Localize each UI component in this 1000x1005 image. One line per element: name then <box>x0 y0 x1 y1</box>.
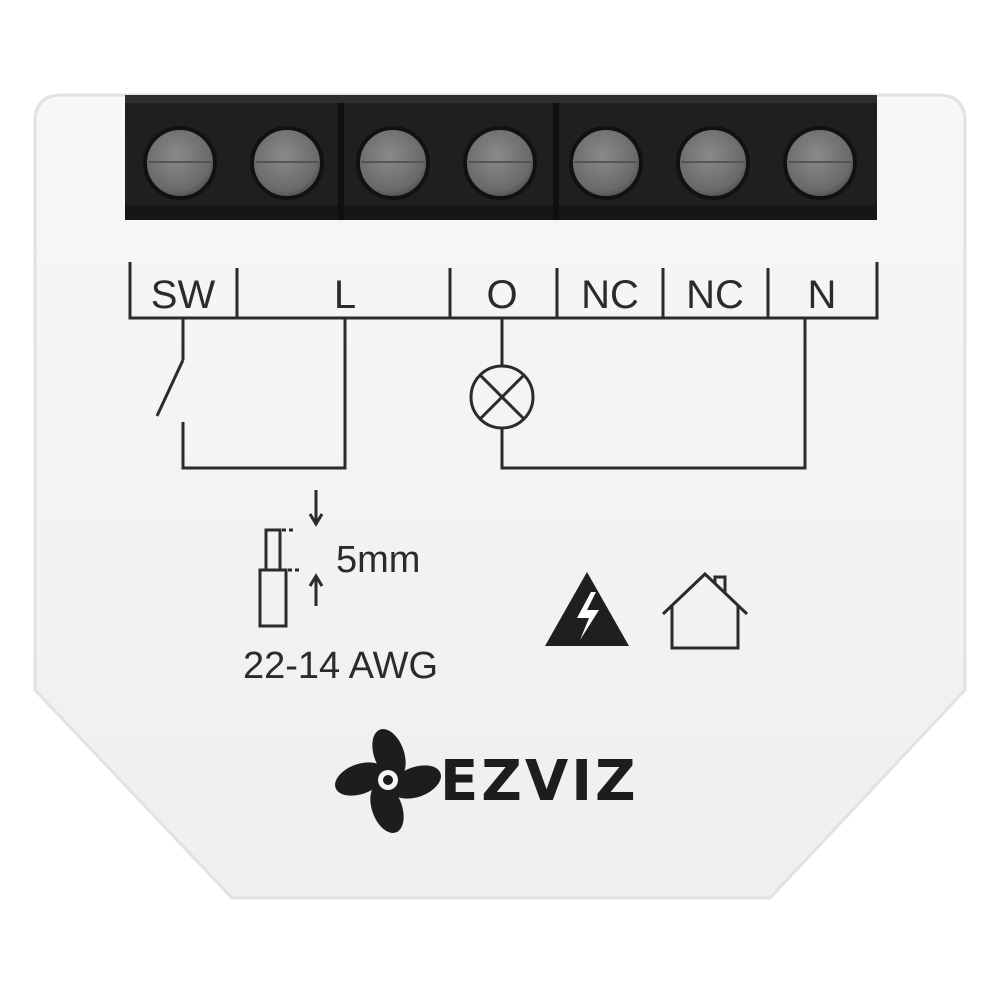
terminal-label-o: O <box>486 273 517 317</box>
terminal-screw <box>676 126 750 200</box>
terminal-screws <box>143 126 857 200</box>
terminal-screw <box>783 126 857 200</box>
terminal-screw <box>143 126 217 200</box>
strip-length-label: 5mm <box>336 539 420 581</box>
lamp-symbol-icon <box>469 364 535 430</box>
terminal-label-n: N <box>808 273 837 317</box>
wire-gauge-label: 22-14 AWG <box>243 645 438 687</box>
high-voltage-warning-icon <box>545 572 629 646</box>
terminal-label-nc-1: NC <box>581 273 639 317</box>
indoor-use-house-icon <box>661 571 749 650</box>
switch-symbol-icon <box>155 359 185 417</box>
terminal-label-sw: SW <box>151 273 216 317</box>
terminal-screw <box>463 126 537 200</box>
wire-strip-icon <box>258 490 324 628</box>
terminal-screw <box>356 126 430 200</box>
brand-name: EZVIZ <box>440 749 639 814</box>
terminal-screw <box>250 126 324 200</box>
module-body <box>33 93 967 900</box>
terminal-screw <box>569 126 643 200</box>
terminal-label-l: L <box>334 273 356 317</box>
wiring-diagram <box>155 318 807 470</box>
terminal-label-nc-2: NC <box>686 273 744 317</box>
ezviz-logo-icon <box>335 729 441 833</box>
